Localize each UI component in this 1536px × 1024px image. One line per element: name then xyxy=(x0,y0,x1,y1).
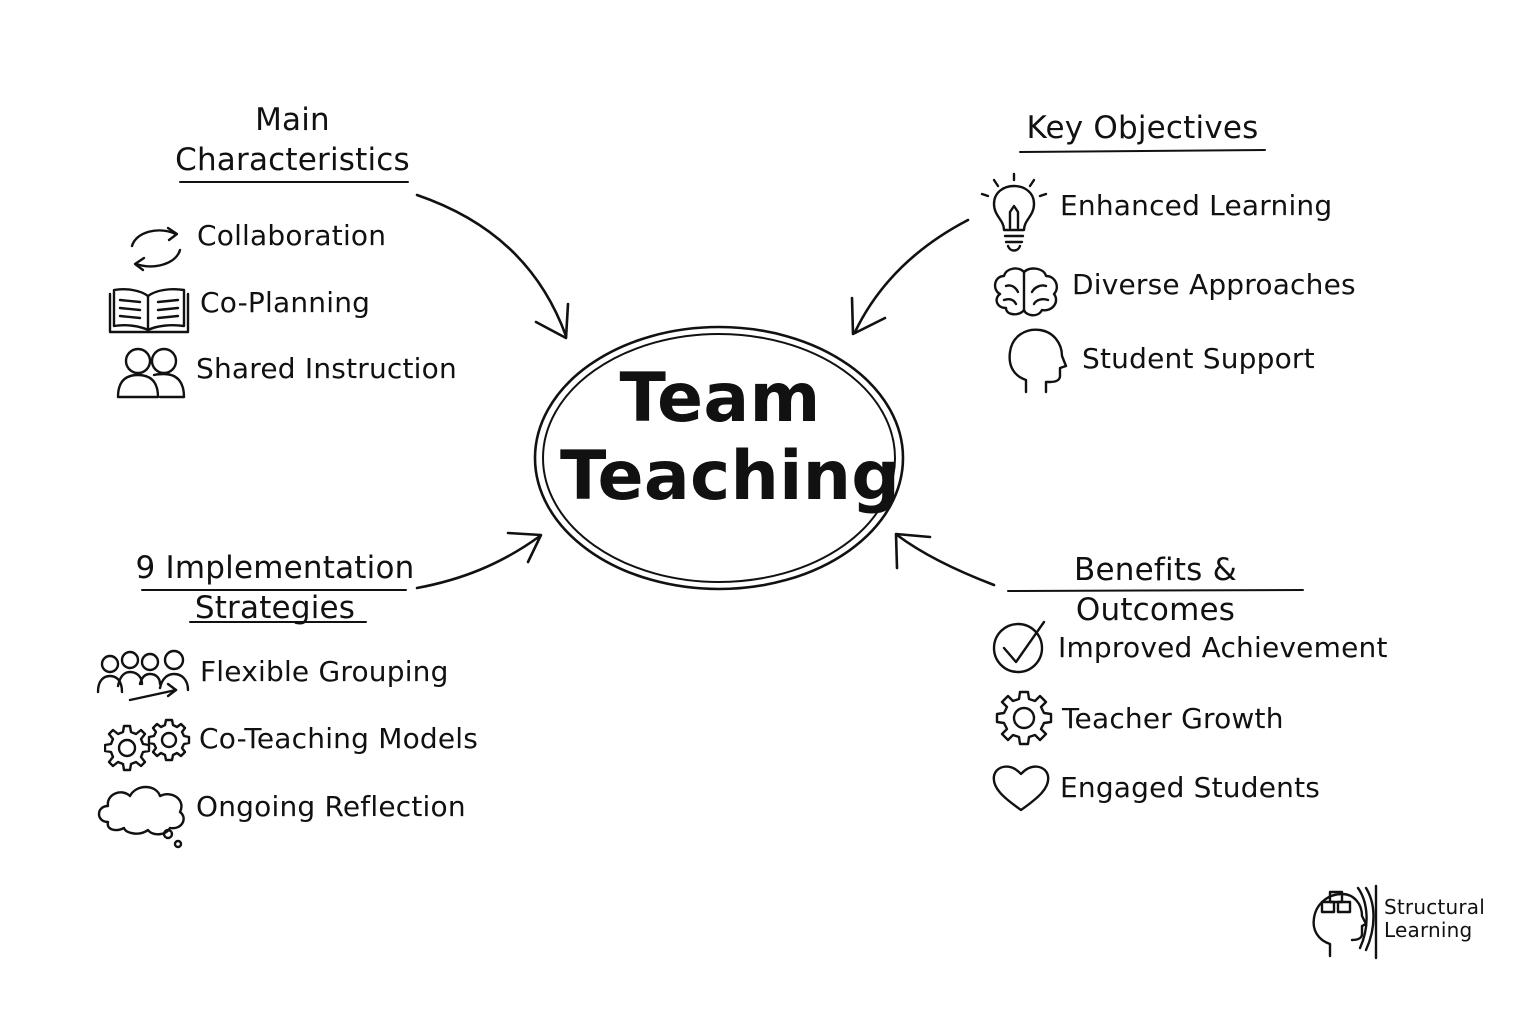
item-co-teaching-models: Co-Teaching Models xyxy=(199,722,479,755)
item-teacher-growth: Teacher Growth xyxy=(1062,702,1284,735)
heading-key-objectives: Key Objectives xyxy=(1026,110,1259,146)
two-people-icon xyxy=(114,345,188,405)
item-co-planning: Co-Planning xyxy=(200,286,371,319)
head-puzzle-logo-icon xyxy=(1308,882,1382,966)
center-ellipse-inner xyxy=(542,333,896,583)
item-student-support: Student Support xyxy=(1082,342,1315,375)
item-flexible-grouping: Flexible Grouping xyxy=(200,655,449,688)
center-ellipse-outer xyxy=(533,325,905,591)
lightbulb-icon xyxy=(978,172,1050,260)
center-title-line1: Team xyxy=(619,359,821,438)
logo-wordmark: Structural Learning xyxy=(1384,896,1485,942)
heading-implementation-line2: Strategies xyxy=(194,590,356,626)
cycle-arrows-icon xyxy=(122,222,188,278)
gears-icon xyxy=(103,718,192,776)
center-title-line2: Teaching xyxy=(560,437,901,516)
heading-main-characteristics: Main Characteristics xyxy=(170,100,415,180)
heading-implementation-strategies: 9 Implementation Strategies xyxy=(130,548,420,628)
logo-line1: Structural xyxy=(1384,895,1485,919)
open-book-icon xyxy=(106,286,192,340)
brain-icon xyxy=(990,264,1062,324)
gear-icon xyxy=(994,690,1054,752)
underline-benefits xyxy=(1007,589,1304,592)
heart-icon xyxy=(990,762,1052,818)
logo-line2: Learning xyxy=(1384,918,1473,942)
arrow-main-characteristics xyxy=(415,193,570,340)
center-title: Team Teaching xyxy=(560,359,901,516)
arrow-implementation xyxy=(415,531,543,590)
heading-benefits-outcomes: Benefits & Outcomes xyxy=(1074,552,1237,628)
arrow-benefits xyxy=(894,532,996,587)
heading-main-characteristics-line2: Characteristics xyxy=(175,142,410,178)
heading-implementation-line1: 9 Implementation xyxy=(135,550,415,586)
item-diverse-approaches: Diverse Approaches xyxy=(1072,268,1356,301)
thought-cloud-icon xyxy=(94,778,190,854)
item-shared-instruction: Shared Instruction xyxy=(196,352,457,385)
head-icon xyxy=(1004,326,1068,400)
check-circle-icon xyxy=(990,618,1054,678)
item-enhanced-learning: Enhanced Learning xyxy=(1060,189,1333,222)
item-improved-achievement: Improved Achievement xyxy=(1058,631,1388,664)
arrow-key-objectives xyxy=(850,218,970,336)
item-collaboration: Collaboration xyxy=(197,219,387,252)
item-ongoing-reflection: Ongoing Reflection xyxy=(196,790,466,823)
item-engaged-students: Engaged Students xyxy=(1060,771,1321,804)
heading-main-characteristics-line1: Main xyxy=(255,102,330,138)
group-people-icon xyxy=(96,648,192,710)
underline-key-objectives xyxy=(1019,149,1266,153)
